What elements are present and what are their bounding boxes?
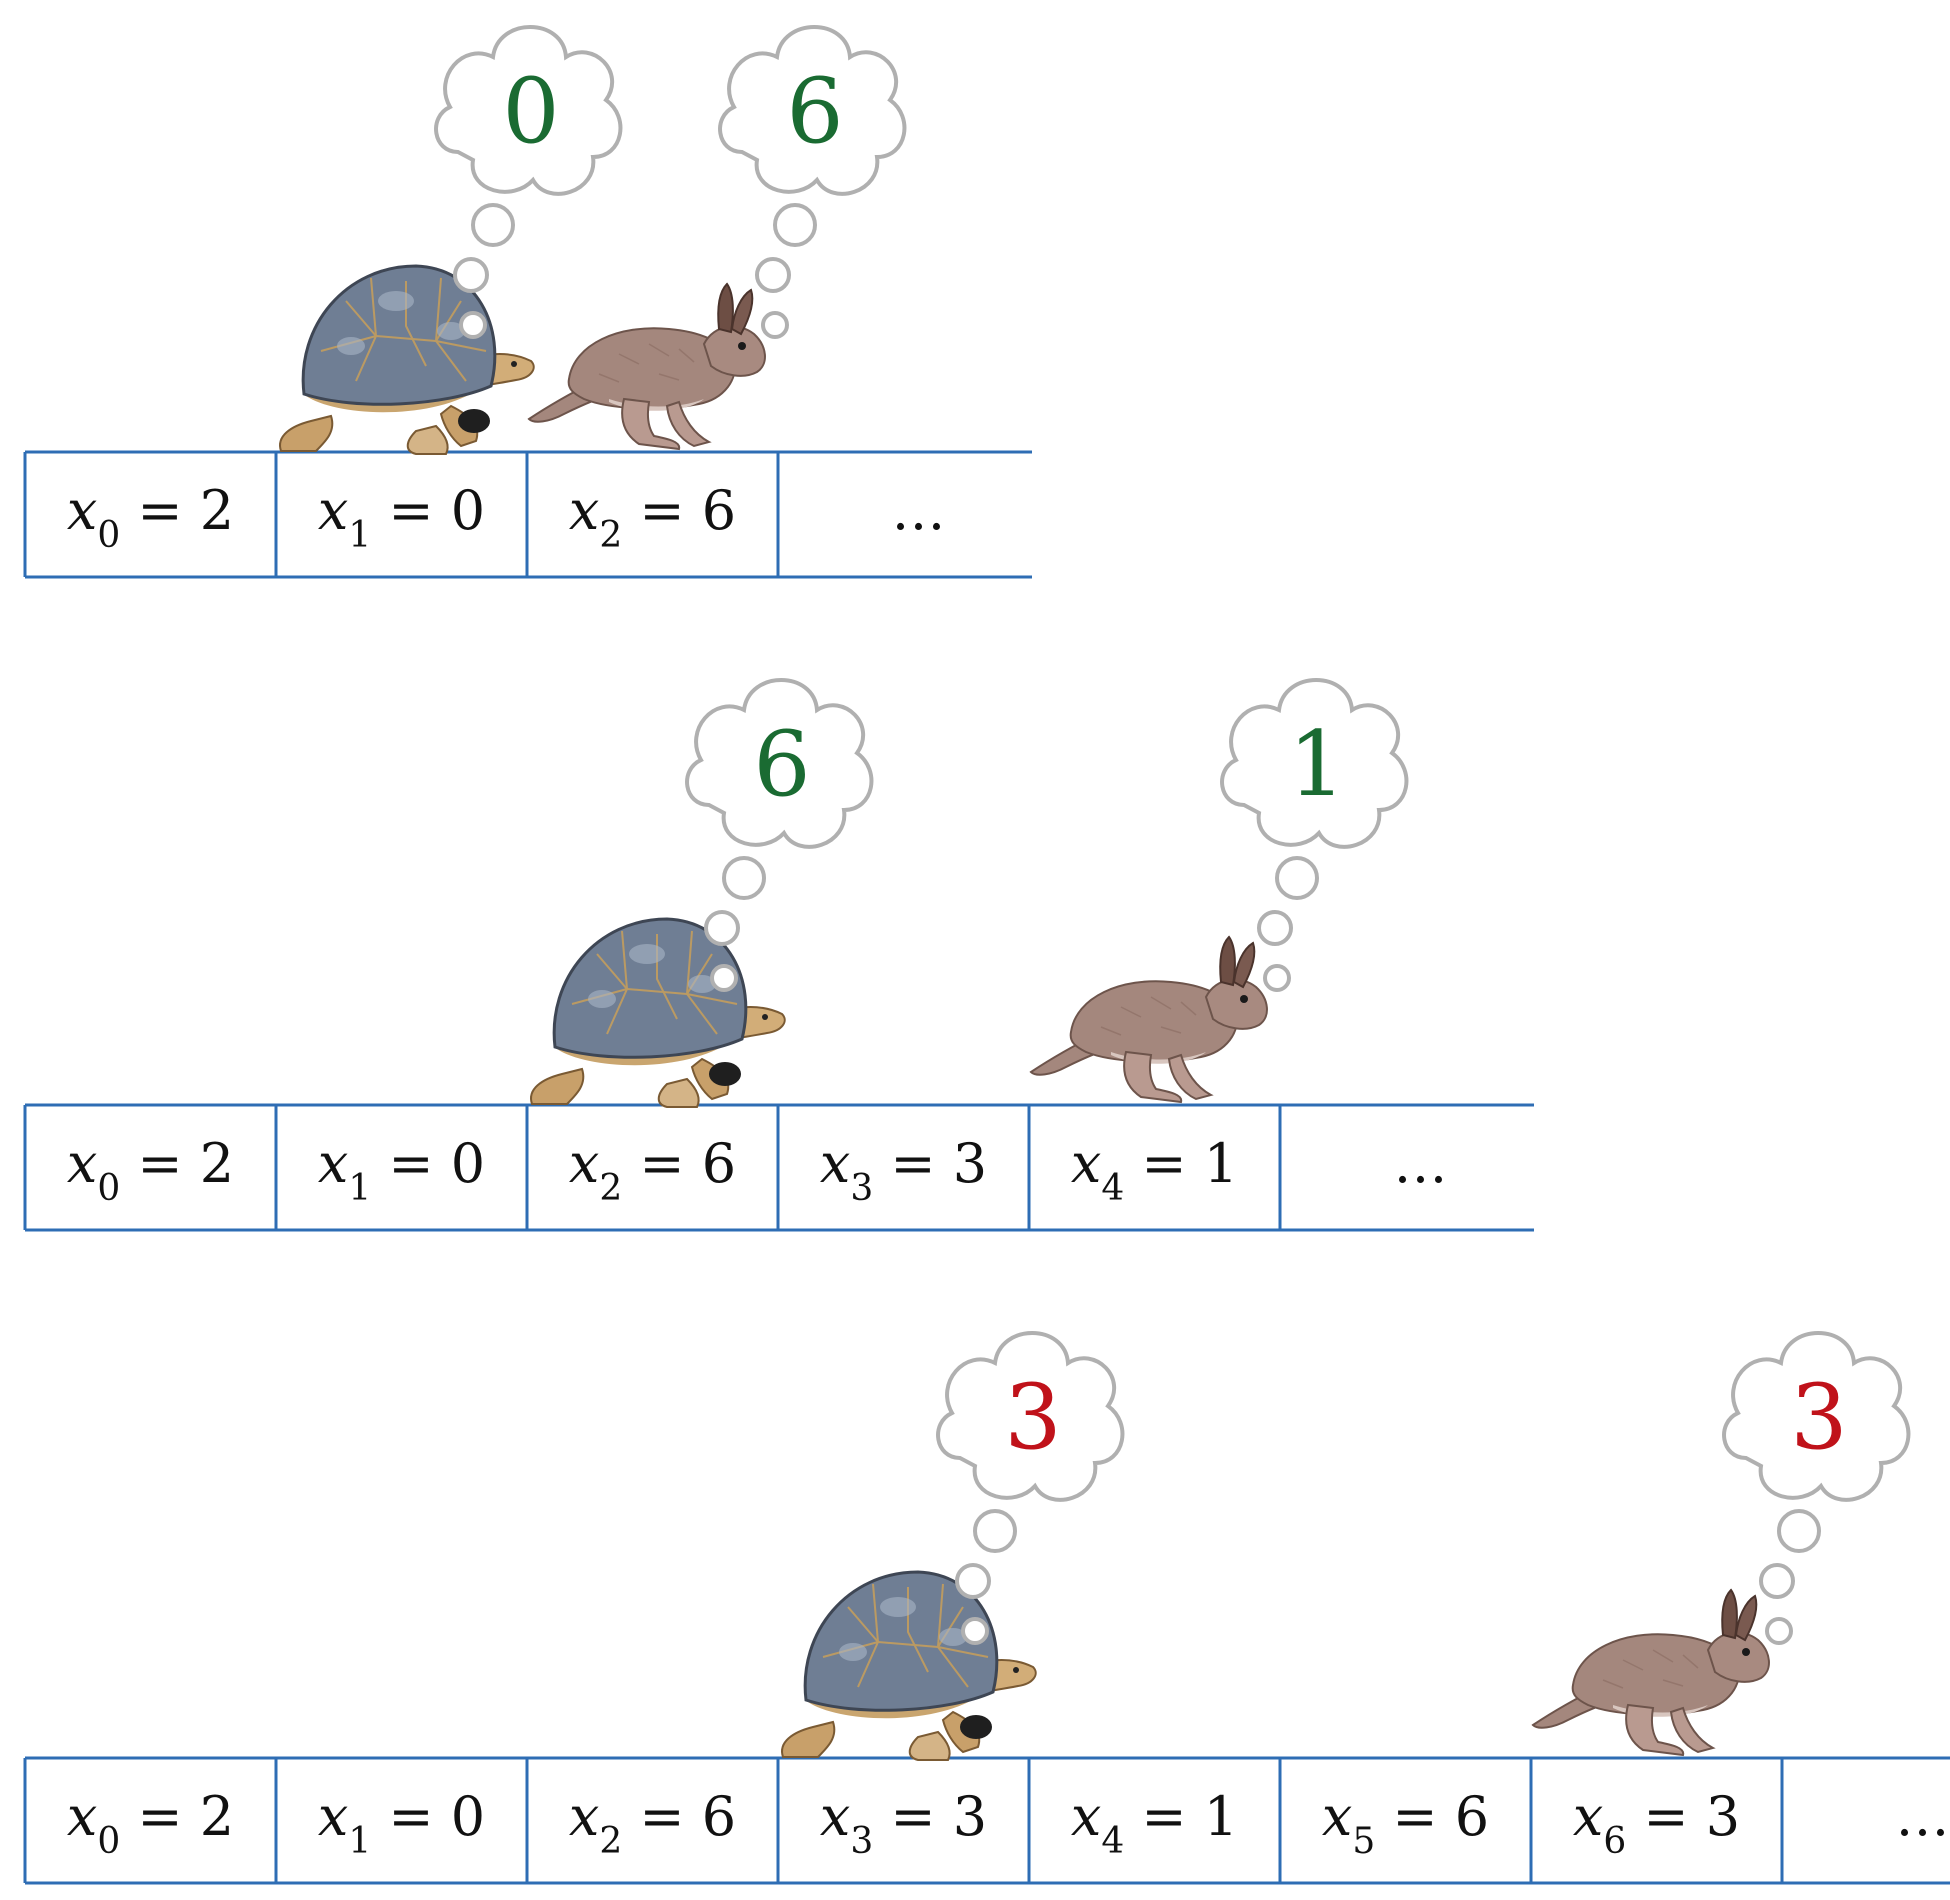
- thought-bubbles-icon: [955, 1509, 1017, 1645]
- tortoise-icon: [278, 264, 536, 456]
- sequence-cell: x5 = 6: [1322, 1785, 1489, 1862]
- thought-bubbles-icon: [1759, 1509, 1821, 1645]
- thought-value: 3: [1790, 1365, 1847, 1470]
- sequence-cell: x0 = 2: [67, 1785, 234, 1862]
- sequence-row: x0 = 2 x1 = 0 x2 = 6 x3 = 3 x4 = 1 x5 = 6 x6 =…: [23, 1331, 1950, 1885]
- thought-bubbles-icon: [1257, 856, 1319, 992]
- sequence-row: x0 = 2 x1 = 0 x2 = 6 x3 = 3 x4 = 1 … 6 1: [23, 678, 1534, 1232]
- sequence-cell: x3 = 3: [820, 1785, 987, 1862]
- sequence-cell: x0 = 2: [67, 1132, 234, 1209]
- ellipsis: …: [1896, 1785, 1950, 1848]
- sequence-cell: x6 = 3: [1573, 1785, 1740, 1862]
- hare-icon: [1030, 936, 1268, 1103]
- thought-value: 3: [1004, 1365, 1061, 1470]
- sequence-cell: x0 = 2: [67, 479, 234, 556]
- thought-bubbles-icon: [704, 856, 766, 992]
- hare-icon: [528, 283, 766, 450]
- ellipsis: …: [1394, 1132, 1448, 1195]
- thought-value: 0: [502, 59, 559, 164]
- sequence-cell: x1 = 0: [318, 1785, 485, 1862]
- thought-bubbles-icon: [755, 203, 817, 339]
- sequence-cell: x1 = 0: [318, 1132, 485, 1209]
- sequence-cell: x2 = 6: [569, 1132, 736, 1209]
- thought-bubbles-icon: [453, 203, 515, 339]
- thought-value: 6: [786, 59, 843, 164]
- hare-thought: 1: [1220, 678, 1409, 992]
- sequence-cell: x3 = 3: [820, 1132, 987, 1209]
- tortoise-icon: [780, 1570, 1038, 1762]
- hare-thought: 3: [1722, 1331, 1911, 1645]
- sequence-cell: x4 = 1: [1071, 1785, 1238, 1862]
- sequence-cell: x2 = 6: [569, 1785, 736, 1862]
- tortoise-thought: 0: [434, 25, 623, 339]
- tortoise-thought: 6: [685, 678, 874, 992]
- sequence-cell: x4 = 1: [1071, 1132, 1238, 1209]
- ellipsis: …: [892, 479, 946, 542]
- thought-value: 1: [1288, 712, 1345, 817]
- tortoise-thought: 3: [936, 1331, 1125, 1645]
- tortoise-icon: [529, 917, 787, 1109]
- thought-value: 6: [753, 712, 810, 817]
- hare-thought: 6: [718, 25, 907, 339]
- sequence-row: x0 = 2 x1 = 0 x2 = 6 … 0 6: [23, 25, 1032, 579]
- hare-icon: [1532, 1589, 1770, 1756]
- sequence-cell: x2 = 6: [569, 479, 736, 556]
- sequence-cell: x1 = 0: [318, 479, 485, 556]
